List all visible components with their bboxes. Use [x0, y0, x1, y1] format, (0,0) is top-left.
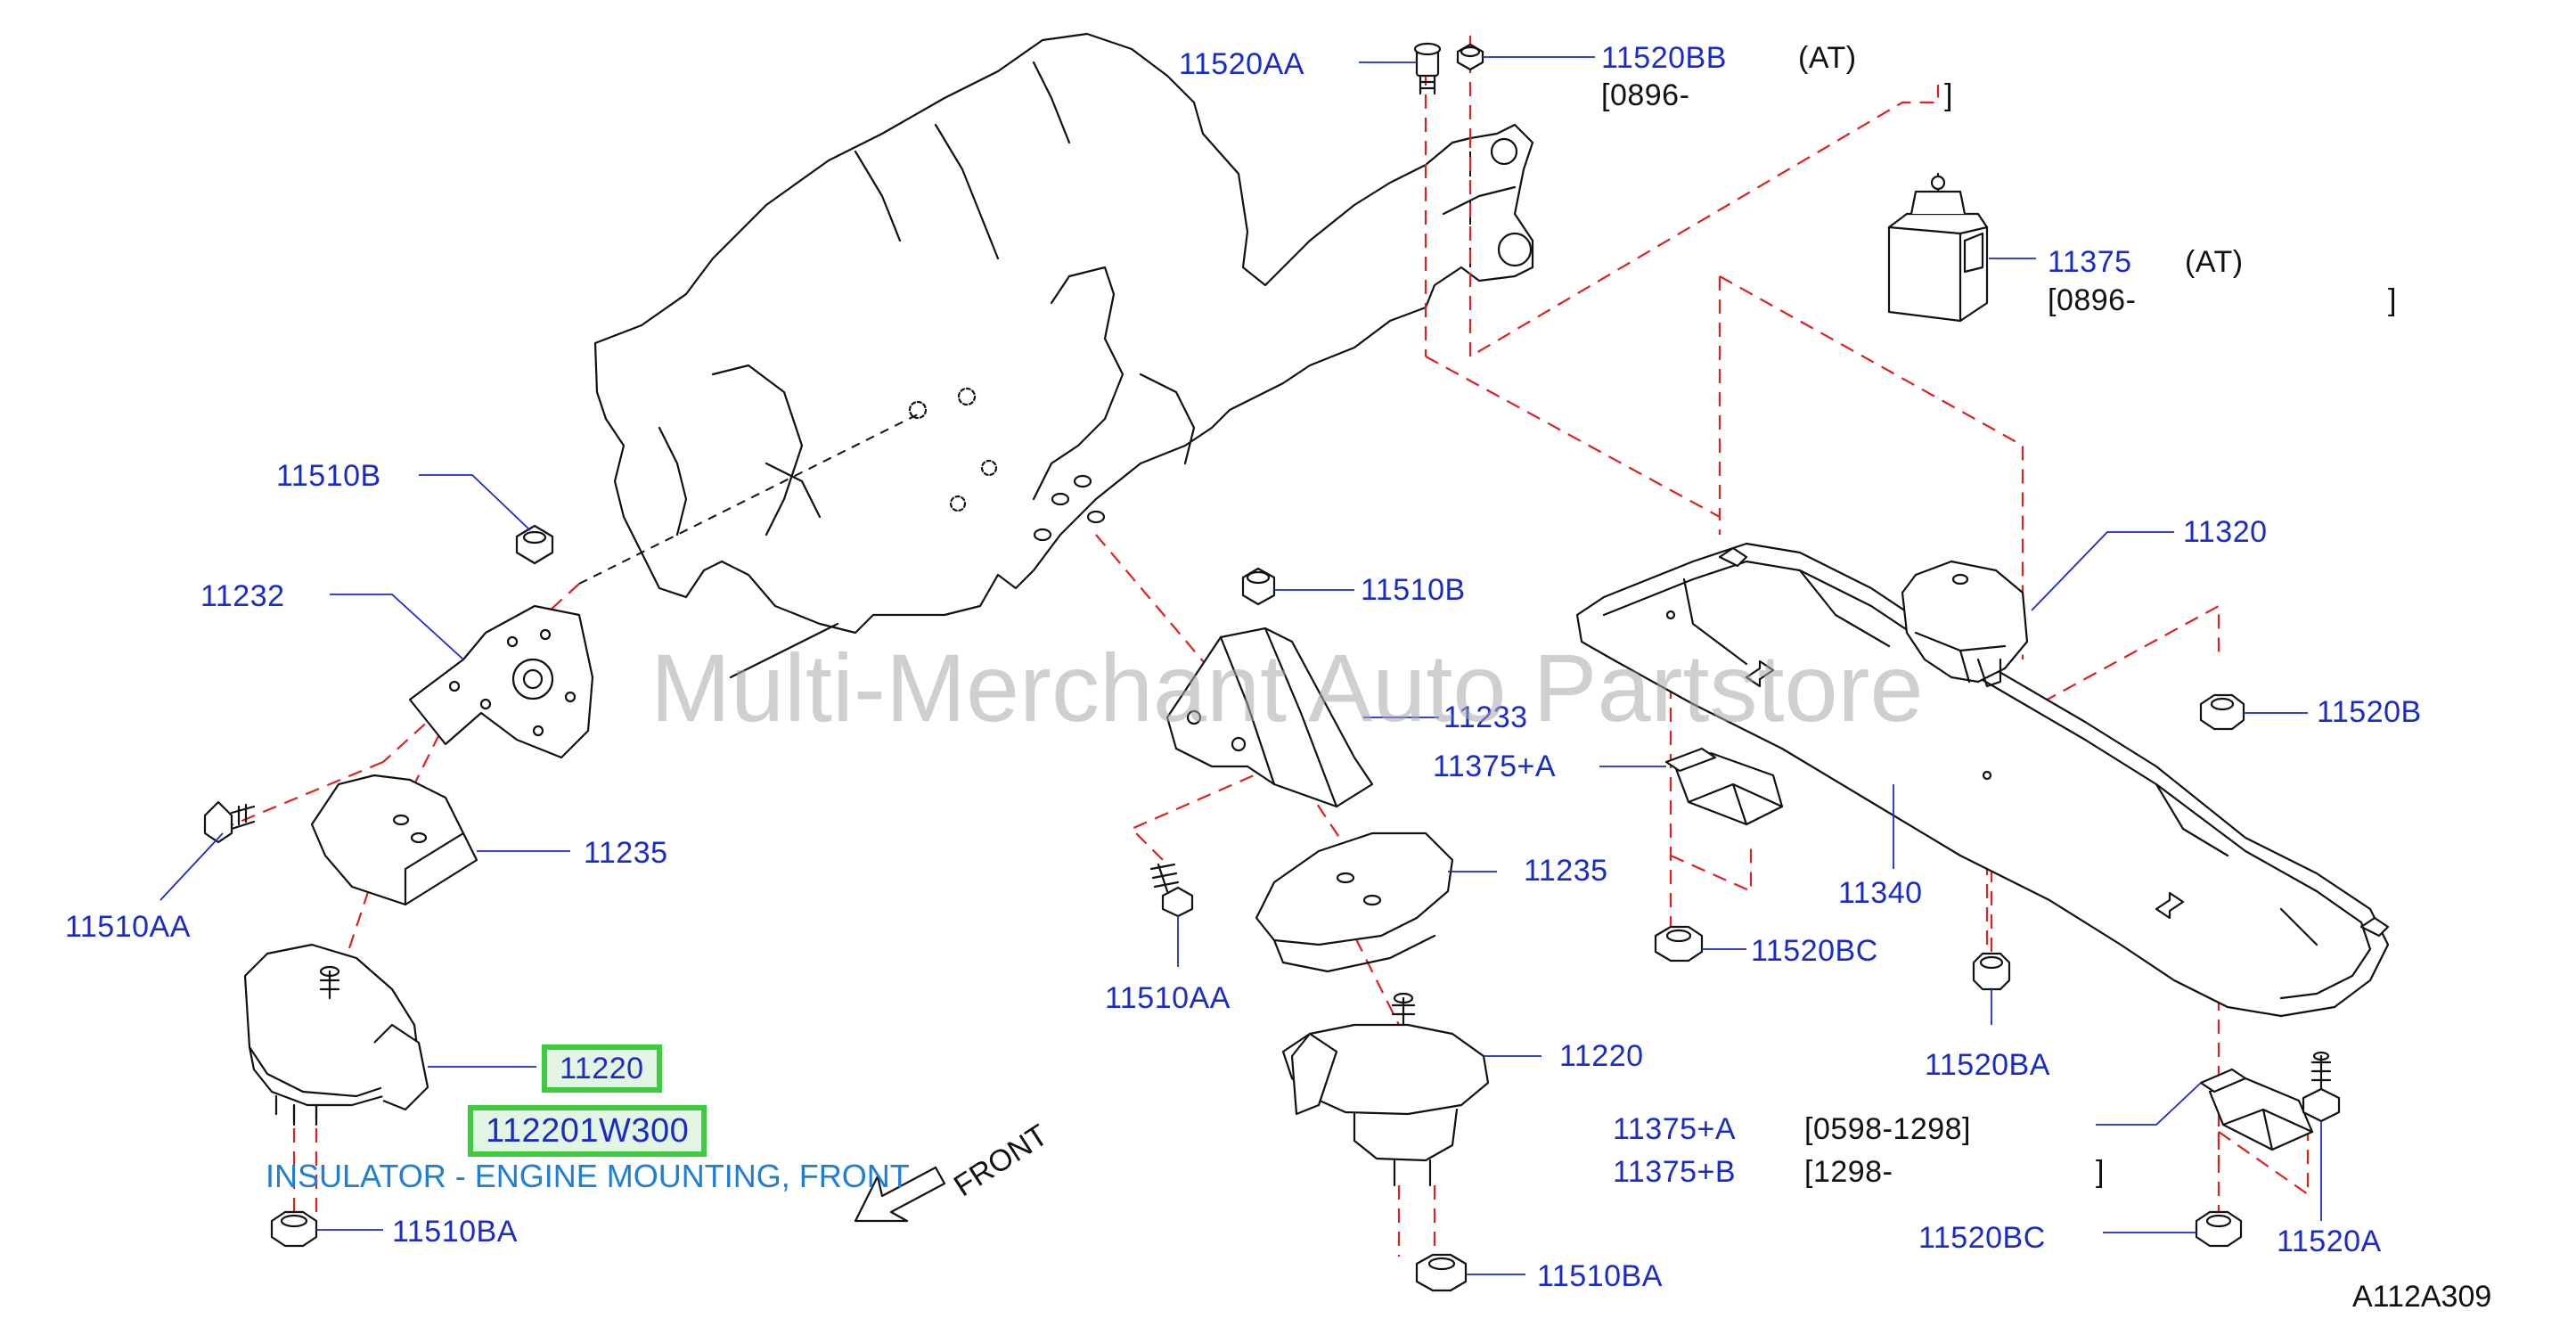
label-11520b: 11520B — [2317, 695, 2422, 729]
label-11320: 11320 — [2183, 515, 2268, 549]
nut-11510b-left — [515, 524, 554, 565]
label-range-1-start: [0896- — [1601, 78, 1690, 112]
label-11510ba-mid: 11510BA — [1537, 1259, 1663, 1293]
engine-mount-11220-left — [243, 943, 429, 1126]
label-11520aa-top: 11520AA — [1179, 47, 1304, 81]
nut-11520bc-mid — [1654, 925, 1704, 962]
label-at-1: (AT) — [1798, 41, 1857, 75]
label-11510b-left: 11510B — [276, 459, 381, 493]
label-11235-left: 11235 — [584, 836, 668, 870]
label-11520ba: 11520BA — [1925, 1048, 2050, 1082]
engine-assembly — [593, 32, 1534, 679]
nut-11520bc-bottom — [2195, 1210, 2243, 1248]
bolt-11520a — [2302, 1051, 2341, 1123]
label-11510aa-mid: 11510AA — [1105, 981, 1231, 1015]
label-at-2: (AT) — [2185, 245, 2244, 279]
label-11520bc-mid: 11520BC — [1751, 934, 1878, 968]
bracket-11232 — [408, 604, 594, 759]
legend-11375b: 11375+B — [1613, 1155, 1737, 1189]
crossmember-11340 — [1575, 542, 2390, 1018]
label-11520bc-bottom: 11520BC — [1918, 1221, 2046, 1255]
label-11233: 11233 — [1443, 700, 1528, 734]
legend-11375b-range-start: [1298- — [1804, 1155, 1893, 1189]
label-11232: 11232 — [200, 579, 285, 613]
label-11375a-mid: 11375+A — [1433, 750, 1557, 783]
legend-11375b-range-end: ] — [2096, 1155, 2105, 1189]
label-range-2-start: [0896- — [2048, 283, 2137, 317]
label-range-1-end: ] — [1944, 78, 1953, 112]
insulator-11375ab-bottom — [2199, 1068, 2314, 1151]
insulator-11375 — [1887, 172, 1989, 323]
front-arrow-icon — [854, 1166, 946, 1223]
nut-11510ba-mid — [1415, 1253, 1468, 1292]
nut-11520ba — [1972, 952, 2011, 991]
bolt-11510aa-mid — [1149, 863, 1194, 918]
legend-11375a: 11375+A — [1613, 1112, 1737, 1146]
nut-11510ba-left — [270, 1210, 318, 1248]
label-11340: 11340 — [1838, 876, 1923, 910]
nut-11520b — [2199, 693, 2245, 731]
heat-shield-11235-left — [310, 774, 478, 906]
mount-11320 — [1901, 560, 2029, 688]
label-leaders — [159, 56, 2322, 1275]
bracket-11233 — [1165, 627, 1374, 808]
label-11510ba-left: 11510BA — [392, 1215, 518, 1249]
label-11510b-mid: 11510B — [1361, 573, 1466, 607]
label-11520bb: 11520BB — [1601, 41, 1727, 75]
part-number-badge[interactable]: 112201W300 — [468, 1105, 707, 1157]
diagram-code: A112A309 — [2352, 1280, 2492, 1314]
label-11520a: 11520A — [2277, 1225, 2382, 1258]
insulator-11375a-mid — [1664, 747, 1784, 826]
part-callout-11220[interactable]: 11220 — [542, 1044, 662, 1093]
heat-shield-11235-mid — [1255, 831, 1454, 973]
label-11510aa-left: 11510AA — [65, 910, 191, 944]
legend-11375a-range: [0598-1298] — [1804, 1112, 1971, 1146]
bolt-11510aa-left — [203, 800, 256, 844]
engine-mount-11220-mid — [1281, 992, 1490, 1187]
nut-11510b-mid — [1241, 567, 1276, 606]
label-11220-right: 11220 — [1559, 1039, 1644, 1073]
label-11375: 11375 — [2048, 245, 2132, 279]
label-range-2-end: ] — [2388, 283, 2397, 317]
label-11235-mid: 11235 — [1524, 854, 1608, 888]
bolt-11520aa-top — [1413, 42, 1442, 95]
part-description: INSULATOR - ENGINE MOUNTING, FRONT — [266, 1158, 910, 1194]
nut-11520bb — [1456, 43, 1484, 71]
watermark: Multi-Merchant Auto Partstore — [650, 634, 1924, 741]
